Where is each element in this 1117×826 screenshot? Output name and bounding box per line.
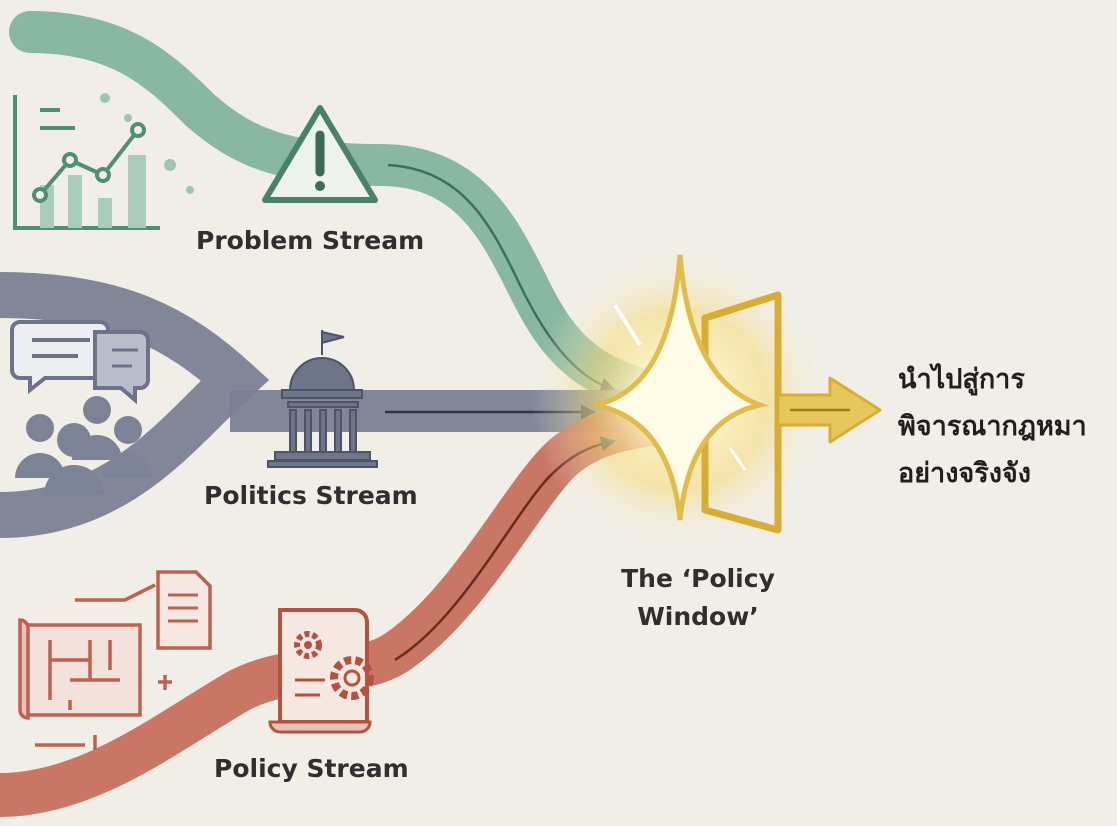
- warning-icon: [262, 105, 378, 203]
- problem-stream-label: Problem Stream: [196, 226, 425, 255]
- capitol-icon: [267, 330, 378, 468]
- sparkle-icon: [594, 254, 770, 521]
- outcome-label: นำไปสู่การ พิจารณากฎหมา อย่างจริงจัง: [898, 356, 1087, 497]
- politics-stream-label: Politics Stream: [204, 481, 418, 510]
- policy-window-label-line2: Window’: [637, 602, 759, 631]
- policy-scroll-gear-icon: [268, 608, 374, 734]
- policy-window-label-line1: The ‘Policy: [621, 564, 775, 593]
- policy-stream-label: Policy Stream: [214, 754, 409, 783]
- policy-window: [530, 250, 882, 550]
- document-icon: [156, 570, 212, 650]
- policy-window-label: The ‘Policy Window’: [598, 560, 798, 636]
- outcome-line2: พิจารณากฎหมา: [898, 411, 1087, 442]
- blueprint-icon: [18, 583, 172, 750]
- line-chart-icon: [13, 93, 194, 230]
- outcome-line1: นำไปสู่การ: [898, 364, 1025, 395]
- speech-bubbles-icon: [10, 320, 150, 405]
- people-icon: [15, 396, 153, 495]
- outcome-line3: อย่างจริงจัง: [898, 458, 1031, 489]
